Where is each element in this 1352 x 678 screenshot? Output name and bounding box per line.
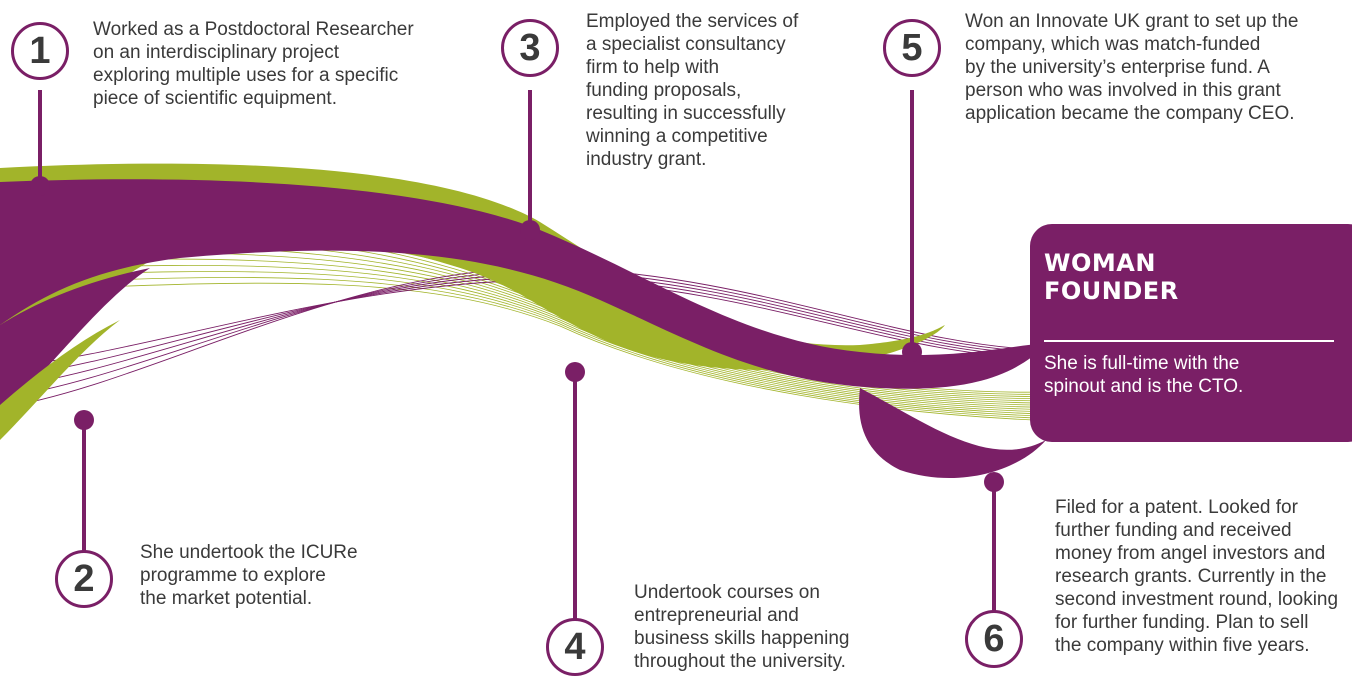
step-6-line: second investment round, looking bbox=[1055, 589, 1339, 610]
step-3-badge: 3 bbox=[501, 19, 559, 77]
step-1-line: piece of scientific equipment. bbox=[93, 88, 337, 109]
step-5-line: person who was involved in this grant bbox=[965, 80, 1281, 101]
step-3-line: resulting in successfully bbox=[586, 103, 786, 124]
founder-card-text-line: spinout and is the CTO. bbox=[1044, 376, 1244, 397]
step-2-line: She undertook the ICURe bbox=[140, 542, 358, 563]
step-3-line: Employed the services of bbox=[586, 11, 799, 32]
step-4-badge: 4 bbox=[546, 618, 604, 676]
green-thread-line bbox=[0, 265, 1047, 415]
purple-ribbon bbox=[0, 179, 1046, 389]
step-5-line: company, which was match-funded bbox=[965, 34, 1261, 55]
step-4-line: throughout the university. bbox=[634, 651, 846, 672]
founder-card: WOMAN FOUNDER She is full-time with the … bbox=[1030, 224, 1352, 442]
step-5-text: Won an Innovate UK grant to set up the c… bbox=[965, 10, 1298, 125]
step-6-line: research grants. Currently in the bbox=[1055, 566, 1327, 587]
founder-card-title-line: FOUNDER bbox=[1044, 277, 1179, 305]
step-6-line: money from angel investors and bbox=[1055, 543, 1326, 564]
step-6-line: the company within five years. bbox=[1055, 635, 1310, 656]
step-1-line: Worked as a Postdoctoral Researcher bbox=[93, 19, 414, 40]
step-1-line: exploring multiple uses for a specific bbox=[93, 65, 399, 86]
step-5-line: Won an Innovate UK grant to set up the bbox=[965, 11, 1299, 32]
step-6-line: Filed for a patent. Looked for bbox=[1055, 497, 1298, 518]
step-3-line: a specialist consultancy bbox=[586, 34, 786, 55]
step-6-badge: 6 bbox=[965, 610, 1023, 668]
founder-card-divider bbox=[1044, 340, 1334, 342]
step-5-line: application became the company CEO. bbox=[965, 103, 1295, 124]
step-4-line: business skills happening bbox=[634, 628, 850, 649]
step-2-line: programme to explore bbox=[140, 565, 326, 586]
step-3-line: funding proposals, bbox=[586, 80, 742, 101]
step-5-line: by the university’s enterprise fund. A bbox=[965, 57, 1270, 78]
founder-card-text-line: She is full-time with the bbox=[1044, 353, 1240, 374]
step-4-text: Undertook courses on entrepreneurial and… bbox=[634, 581, 849, 673]
step-1-badge: 1 bbox=[11, 22, 69, 80]
founder-card-title: WOMAN FOUNDER bbox=[1044, 249, 1179, 305]
step-4-line: Undertook courses on bbox=[634, 582, 820, 603]
step-3-line: winning a competitive bbox=[586, 126, 768, 147]
founder-card-text: She is full-time with the spinout and is… bbox=[1044, 352, 1243, 398]
step-5-badge: 5 bbox=[883, 19, 941, 77]
purple-ribbon-lower bbox=[0, 268, 150, 415]
step-2-line: the market potential. bbox=[140, 588, 313, 609]
step-3-text: Employed the services of a specialist co… bbox=[586, 10, 798, 171]
founder-card-title-line: WOMAN bbox=[1044, 249, 1156, 277]
purple-ribbon-end bbox=[859, 388, 1046, 479]
step-3-line: firm to help with bbox=[586, 57, 720, 78]
step-3-line: industry grant. bbox=[586, 149, 707, 170]
connector-lines bbox=[38, 90, 996, 625]
step-6-line: for further funding. Plan to sell bbox=[1055, 612, 1309, 633]
step-1-text: Worked as a Postdoctoral Researcher on a… bbox=[93, 18, 414, 110]
step-2-badge: 2 bbox=[55, 550, 113, 608]
step-1-line: on an interdisciplinary project bbox=[93, 42, 340, 63]
connector-dots bbox=[30, 176, 1004, 492]
step-6-text: Filed for a patent. Looked for further f… bbox=[1055, 496, 1338, 657]
step-6-line: further funding and received bbox=[1055, 520, 1292, 541]
green-thread-line bbox=[0, 258, 1047, 413]
step-4-line: entrepreneurial and bbox=[634, 605, 799, 626]
step-2-text: She undertook the ICURe programme to exp… bbox=[140, 541, 358, 610]
